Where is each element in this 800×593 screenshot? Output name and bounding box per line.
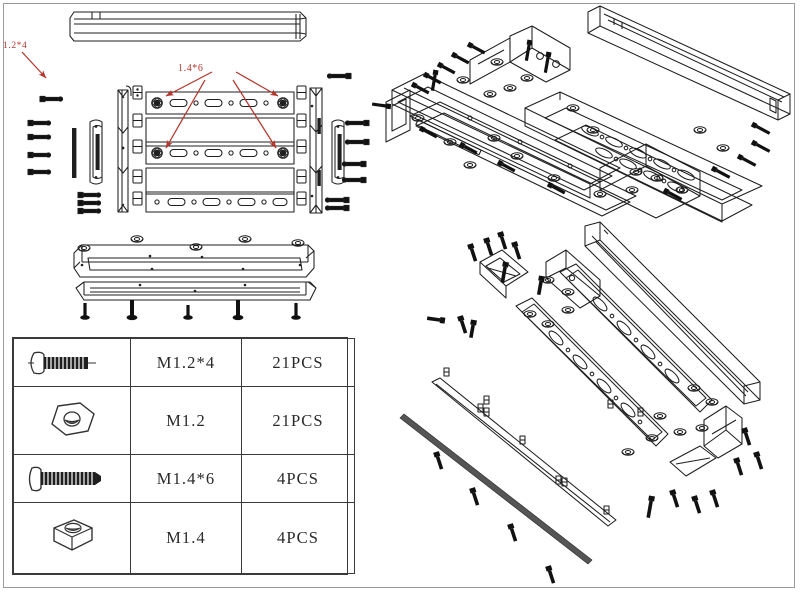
right-side-plate	[309, 87, 323, 214]
hex-nut-icon	[51, 402, 95, 436]
part-icon-cell	[13, 337, 131, 388]
part-spec: M1.4	[130, 502, 242, 574]
table-row: M1.2*4 21PCS	[13, 337, 355, 388]
pan-head-screw-icon	[28, 466, 101, 492]
part-quantity: 21PCS	[241, 337, 355, 388]
slotted-rail-bottom	[145, 191, 295, 213]
long-cover-panel-top	[587, 5, 791, 121]
part-spec: M1.2	[130, 386, 242, 456]
long-cover-panel-bottom	[584, 221, 761, 405]
rail-pair-detail-view	[73, 235, 317, 321]
arrow-rail-lower-left	[165, 79, 206, 149]
arrow-rail-upper-right	[235, 71, 279, 97]
callout-label-screw-small: 1.2*4	[3, 41, 28, 51]
part-icon-cell	[13, 386, 131, 456]
square-nuts	[443, 367, 644, 515]
hex-nuts-bottom	[523, 276, 719, 456]
page-border	[3, 3, 795, 588]
front-exploded-view	[27, 11, 370, 215]
part-quantity: 4PCS	[241, 502, 355, 574]
end-bracket-upper-left	[479, 249, 529, 299]
side-bracket-left-inner	[409, 101, 637, 217]
parts-list-table: M1.2*4 21PCS M1.2 21PCS	[12, 337, 355, 575]
arrow-rail-lower-right	[232, 79, 277, 149]
arrow-rail-upper-left	[165, 71, 213, 97]
slotted-rail-long-b	[515, 297, 669, 447]
table-row: M1.2 21PCS	[13, 386, 355, 456]
side-bracket-right	[599, 143, 701, 219]
screws-iso-top	[371, 39, 771, 201]
arrow-to-small-screw	[21, 51, 47, 79]
part-icon-cell	[13, 502, 131, 574]
lower-rail-with-screws	[75, 281, 317, 321]
upper-rail-with-nuts	[73, 235, 315, 278]
table-row: M1.4 4PCS	[13, 502, 355, 574]
pan-head-screw-icon	[28, 351, 96, 374]
isometric-exploded-rail-view	[399, 221, 764, 584]
part-quantity: 21PCS	[241, 386, 355, 456]
left-side-plate	[117, 85, 132, 213]
right-oval-plate	[331, 119, 345, 185]
chassis-base	[524, 91, 763, 223]
isometric-exploded-chassis-view	[371, 5, 791, 223]
thin-strip	[431, 377, 617, 527]
top-cover-trim	[69, 11, 307, 42]
parts-table-body: M1.2*4 21PCS M1.2 21PCS	[13, 337, 355, 574]
rail-tabs-right	[296, 85, 307, 206]
part-spec: M1.2*4	[130, 337, 242, 388]
end-bracket-lower-right-2	[669, 445, 717, 477]
upper-angled-bracket	[545, 249, 601, 309]
part-quantity: 4PCS	[241, 454, 355, 504]
table-row: M1.4*6 4PCS	[13, 454, 355, 504]
rail-tabs-left	[132, 85, 143, 206]
screws-bottom	[426, 231, 764, 584]
left-spacer-bar	[72, 128, 77, 178]
left-oval-plate	[89, 119, 103, 185]
callout-label-screw-large: 1.4*6	[178, 63, 204, 74]
end-plate-left	[385, 89, 411, 143]
slotted-rail-band	[145, 167, 295, 195]
thin-rod	[399, 413, 593, 565]
annotation-arrows	[21, 51, 279, 149]
slotted-rail-upper	[145, 91, 295, 115]
upper-bracket	[469, 25, 571, 85]
slotted-rail-lower	[145, 141, 295, 165]
slotted-rail-middle	[145, 117, 295, 147]
hex-nut-icon	[53, 519, 93, 552]
part-icon-cell	[13, 454, 131, 504]
end-bracket-lower-right	[703, 405, 743, 459]
part-spec: M1.4*6	[130, 454, 242, 504]
